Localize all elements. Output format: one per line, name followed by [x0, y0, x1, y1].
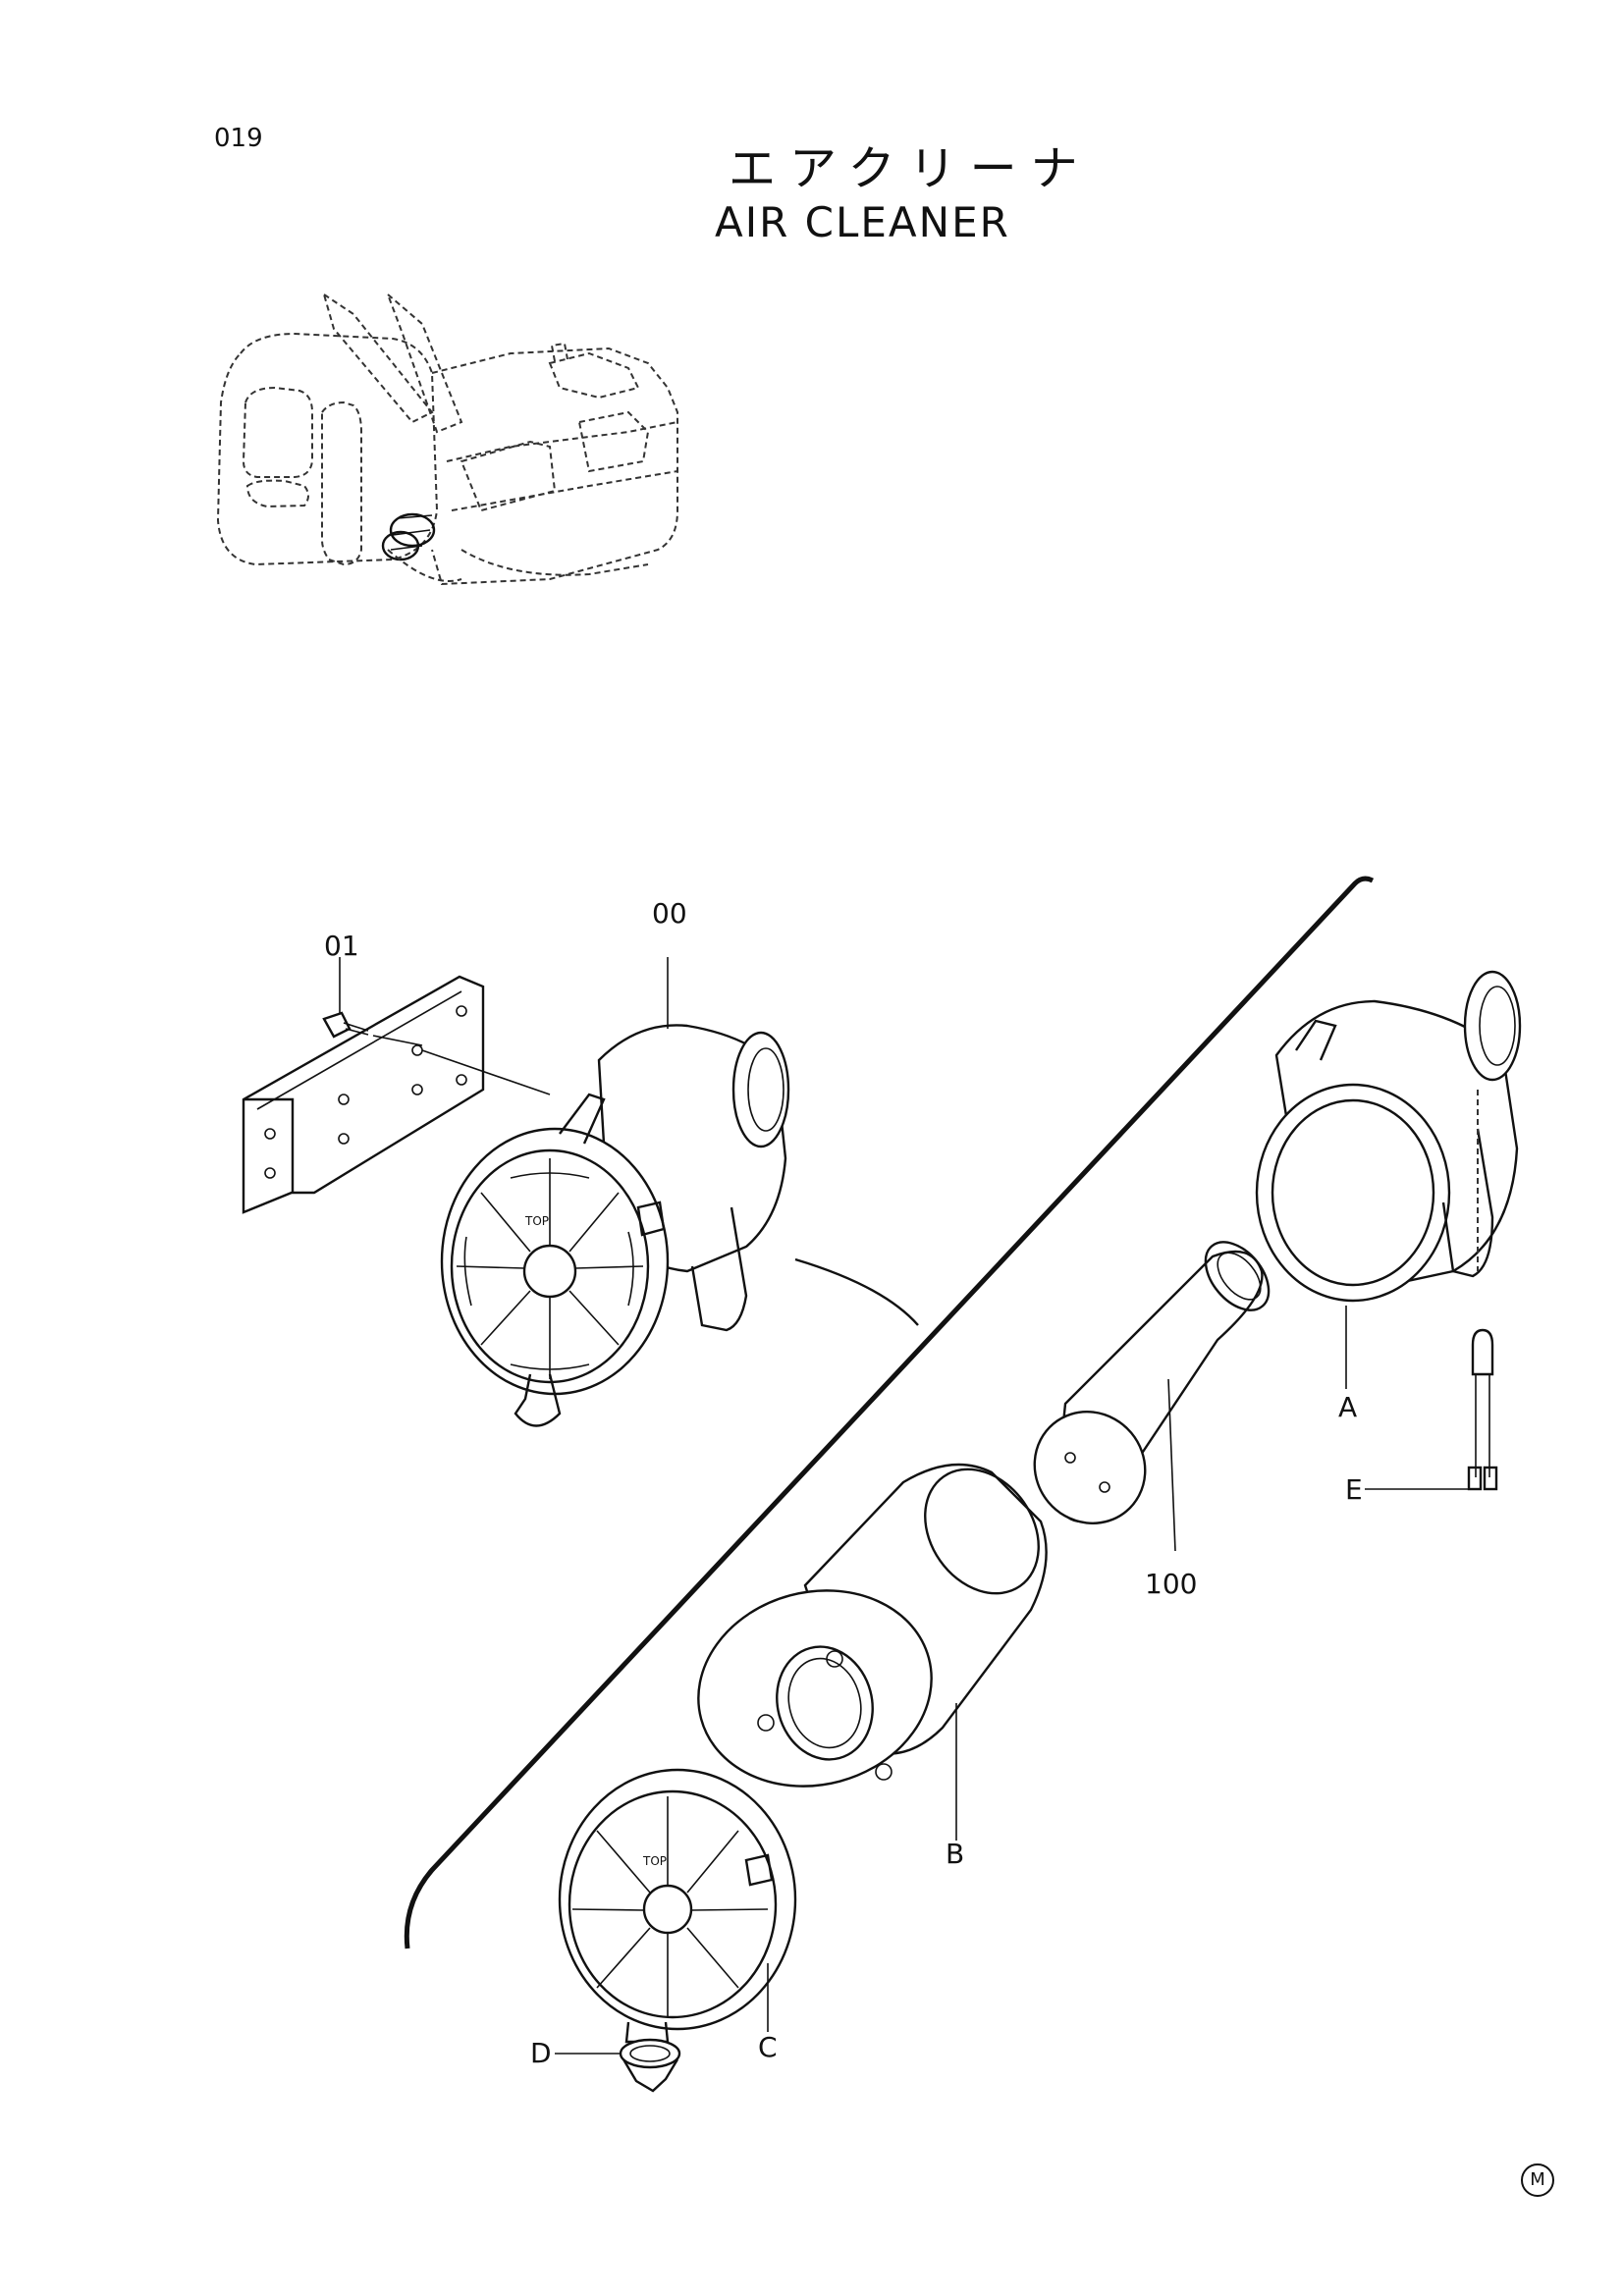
callout-01: 01	[324, 930, 359, 962]
main-element-B	[697, 1463, 1048, 1841]
page-number: 019	[214, 124, 263, 153]
valve-D	[555, 2038, 681, 2093]
callout-100: 100	[1145, 1568, 1198, 1600]
air-cleaner-assembly-00: TOP	[440, 957, 790, 1427]
callout-D: D	[530, 2037, 552, 2069]
excavator-locator-illustration	[216, 292, 678, 586]
cover-C: TOP	[558, 1768, 797, 2044]
top-marking-cover: TOP	[642, 1854, 667, 1868]
callout-B: B	[946, 1838, 965, 1870]
callout-A: A	[1338, 1391, 1358, 1423]
housing-A	[1255, 970, 1522, 1389]
title-japanese: エアクリーナ	[729, 141, 1092, 196]
title-english: AIR CLEANER	[715, 198, 1010, 246]
corner-mark: M	[1521, 2163, 1554, 2197]
mounting-bracket	[242, 975, 485, 1214]
indicator-E	[1365, 1328, 1498, 1491]
bolt-01	[322, 957, 551, 1095]
callout-00: 00	[652, 897, 687, 930]
inner-element-100	[1033, 1241, 1271, 1552]
divider-curve	[404, 876, 1375, 1949]
assembly-connector-line	[794, 1257, 919, 1326]
callout-C: C	[758, 2031, 778, 2063]
callout-E: E	[1345, 1473, 1363, 1506]
top-marking: TOP	[524, 1214, 549, 1228]
